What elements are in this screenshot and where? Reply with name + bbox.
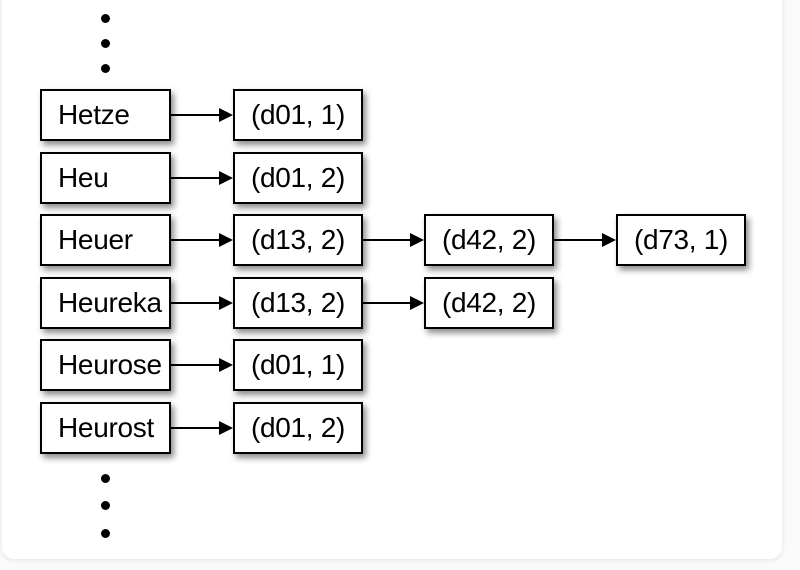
term-box: Heuer (40, 214, 171, 266)
ellipsis-dot (100, 13, 110, 23)
ellipsis-dot (100, 63, 110, 73)
posting-label: (d42, 2) (441, 287, 537, 318)
arrowhead-icon (219, 233, 233, 247)
term-box: Heu (40, 152, 171, 204)
posting-box: (d13, 2) (233, 277, 363, 329)
posting-box: (d01, 1) (233, 339, 363, 391)
ellipsis-dot (100, 528, 110, 538)
posting-box: (d01, 2) (233, 152, 363, 204)
posting-label: (d01, 2) (250, 162, 346, 193)
ellipsis-dot (100, 473, 110, 483)
posting-label: (d01, 2) (250, 412, 346, 443)
arrow-line (171, 302, 221, 304)
arrow-line (554, 239, 604, 241)
arrow-line (363, 239, 412, 241)
posting-box: (d01, 1) (233, 89, 363, 141)
term-box: Heureka (40, 277, 171, 329)
arrow-line (171, 114, 221, 116)
posting-box: (d42, 2) (424, 277, 554, 329)
arrow-line (363, 302, 412, 304)
arrowhead-icon (410, 233, 424, 247)
term-label: Heureka (58, 287, 162, 318)
posting-box: (d13, 2) (233, 214, 363, 266)
ellipsis-dot (100, 500, 110, 510)
arrowhead-icon (410, 296, 424, 310)
posting-label: (d73, 1) (633, 224, 729, 255)
arrowhead-icon (602, 233, 616, 247)
posting-label: (d13, 2) (250, 287, 346, 318)
term-label: Heuer (58, 224, 133, 255)
posting-label: (d42, 2) (441, 224, 537, 255)
posting-box: (d73, 1) (616, 214, 746, 266)
arrow-line (171, 177, 221, 179)
posting-box: (d42, 2) (424, 214, 554, 266)
posting-label: (d01, 1) (250, 349, 346, 380)
arrowhead-icon (219, 358, 233, 372)
arrow-line (171, 427, 221, 429)
posting-label: (d13, 2) (250, 224, 346, 255)
term-label: Heurose (58, 349, 162, 380)
term-label: Hetze (58, 99, 130, 130)
ellipsis-dot (100, 38, 110, 48)
term-label: Heu (58, 162, 109, 193)
term-box: Hetze (40, 89, 171, 141)
arrowhead-icon (219, 296, 233, 310)
term-box: Heurost (40, 402, 171, 454)
term-box: Heurose (40, 339, 171, 391)
term-label: Heurost (58, 412, 154, 443)
arrow-line (171, 364, 221, 366)
arrow-line (171, 239, 221, 241)
arrowhead-icon (219, 171, 233, 185)
posting-label: (d01, 1) (250, 99, 346, 130)
posting-box: (d01, 2) (233, 402, 363, 454)
arrowhead-icon (219, 108, 233, 122)
arrowhead-icon (219, 421, 233, 435)
